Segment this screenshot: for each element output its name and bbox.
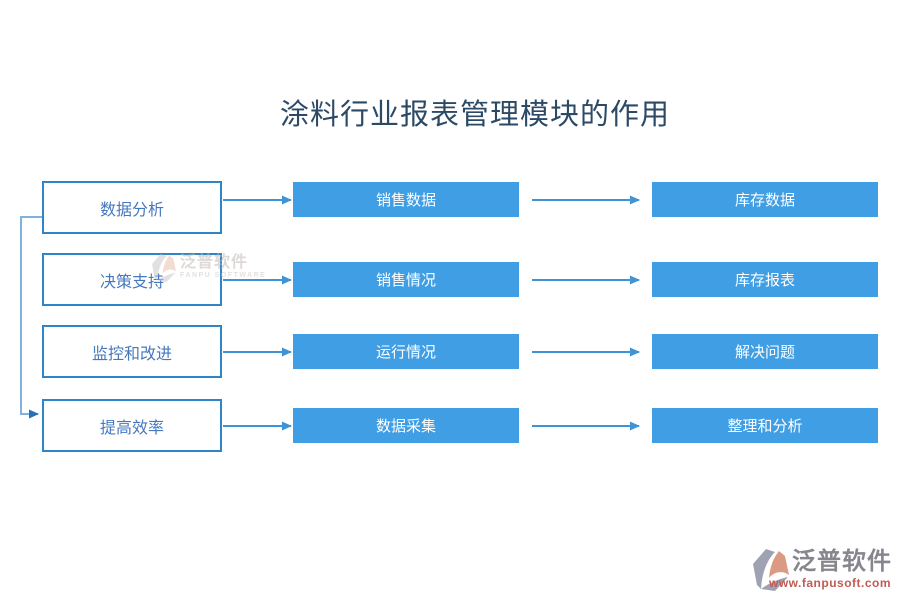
page-title: 涂料行业报表管理模块的作用 <box>280 99 671 131</box>
source-box-decision-support: 决策支持 <box>42 253 222 306</box>
result-box-label: 库存报表 <box>734 272 795 289</box>
bracket-connector <box>20 216 42 419</box>
process-box-operation-status: 运行情况 <box>293 334 519 369</box>
result-box-label: 整理和分析 <box>727 418 803 435</box>
process-box-data-collection: 数据采集 <box>293 408 519 443</box>
source-box-label: 决策支持 <box>99 273 164 291</box>
process-box-sales-data: 销售数据 <box>293 182 519 217</box>
source-box-efficiency: 提高效率 <box>42 399 222 452</box>
result-box-inventory-report: 库存报表 <box>652 262 878 297</box>
process-box-label: 数据采集 <box>375 418 436 435</box>
fanpu-logo-icon <box>753 549 789 591</box>
result-box-inventory-data: 库存数据 <box>652 182 878 217</box>
result-box-problem-solving: 解决问题 <box>652 334 878 369</box>
source-box-label: 提高效率 <box>99 419 164 437</box>
process-box-label: 销售数据 <box>375 192 436 209</box>
process-box-sales-status: 销售情况 <box>293 262 519 297</box>
result-box-label: 解决问题 <box>734 344 795 361</box>
source-box-label: 数据分析 <box>99 201 164 219</box>
result-box-organize-analyze: 整理和分析 <box>652 408 878 443</box>
source-box-data-analysis: 数据分析 <box>42 181 222 234</box>
source-box-monitoring-improvement: 监控和改进 <box>42 325 222 378</box>
footer-logo-website: www.fanpusoft.com <box>769 576 892 590</box>
footer-logo: 泛普软件 www.fanpusoft.com <box>750 547 892 593</box>
process-box-label: 销售情况 <box>375 272 436 289</box>
process-box-label: 运行情况 <box>375 344 436 361</box>
result-box-label: 库存数据 <box>734 192 795 209</box>
footer-logo-brand: 泛普软件 <box>792 549 892 575</box>
source-box-label: 监控和改进 <box>91 345 172 363</box>
